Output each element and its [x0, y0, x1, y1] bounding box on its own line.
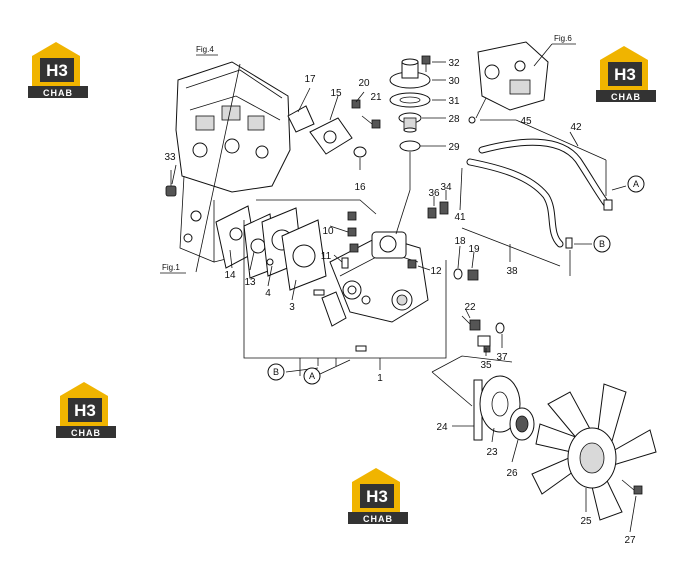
watermark-logo: H3 CHAB: [348, 468, 408, 524]
leader-lines: [160, 43, 637, 533]
callout-b-top-text: B: [599, 239, 605, 249]
spacer-26-drawing: [509, 407, 535, 441]
watermark-brand-text: CHAB: [363, 514, 393, 524]
part-label: 15: [330, 88, 342, 99]
cylinder-head-drawing: [175, 61, 291, 273]
dowel-drawing: [313, 289, 367, 352]
callout-b-bottom: B: [267, 363, 285, 381]
part-label: 14: [224, 270, 236, 281]
watermark-logo: H3 CHAB: [596, 46, 656, 102]
part-label: 26: [506, 468, 518, 479]
watermark-logo-mark: H3: [366, 487, 388, 506]
bolt-32-drawing: [421, 55, 431, 72]
thermostat-cover-30-drawing: [389, 58, 431, 89]
washer-18-drawing: [453, 268, 463, 280]
hose-38-drawing: [466, 158, 564, 248]
callout-b-top: B: [593, 235, 611, 253]
water-outlet-housing-drawing: [475, 41, 549, 119]
bolt-19-drawing: [467, 269, 479, 281]
plug-36-drawing: [427, 207, 437, 219]
part-label: 42: [570, 122, 582, 133]
part-label: 25: [580, 516, 592, 527]
part-label: 36: [428, 188, 440, 199]
watermark-brand-text: CHAB: [43, 88, 73, 98]
part-label: 45: [520, 116, 532, 127]
hose-42-drawing: [478, 138, 612, 210]
part-label: 31: [448, 96, 460, 107]
watermark-logo: H3 CHAB: [28, 42, 88, 98]
part-label: 3: [289, 302, 295, 313]
part-label: 22: [464, 302, 476, 313]
part-label: 38: [506, 266, 518, 277]
part-label: 32: [448, 58, 460, 69]
part-label: 12: [430, 266, 442, 277]
watermark-logo: H3 CHAB: [56, 382, 116, 438]
part-label: 16: [354, 182, 366, 193]
part-label: 13: [244, 277, 256, 288]
callout-b-bottom-text: B: [273, 367, 279, 377]
gasket-31-drawing: [389, 92, 431, 108]
clamp-drawing: [468, 116, 613, 249]
part-label: 29: [448, 142, 460, 153]
watermark-logo-mark: H3: [46, 61, 68, 80]
water-pump-body-drawing: [321, 231, 429, 327]
bolt-21-drawing: [361, 115, 381, 129]
part-number-labels: 1 3 4 10 11 12 13 14 15 16 17 18 19 20 2…: [164, 58, 636, 546]
bolt-10-drawing: [347, 211, 359, 253]
part-label: 18: [454, 236, 466, 247]
part-label: 24: [436, 422, 448, 433]
thermostat-28-drawing: [398, 112, 422, 133]
sensor-35-drawing: [477, 335, 491, 353]
part-label: 21: [370, 92, 382, 103]
bolt-22-drawing: [461, 315, 481, 331]
washer-37-drawing: [495, 322, 505, 334]
callout-a-top-text: A: [633, 179, 639, 189]
o-ring-29-drawing: [399, 140, 421, 152]
part-label: 27: [624, 535, 636, 546]
watermark-brand-text: CHAB: [71, 428, 101, 438]
bolt-27-drawing: [621, 479, 643, 495]
part-label: 23: [486, 447, 498, 458]
part-label: 35: [480, 360, 492, 371]
pulley-23-drawing: [479, 375, 521, 433]
plug-16-drawing: [353, 146, 367, 158]
part-label: 37: [496, 352, 508, 363]
part-label: 41: [454, 212, 466, 223]
part-label: 28: [448, 114, 460, 125]
part-label: 19: [468, 244, 480, 255]
fig-6-reference: Fig.6: [554, 34, 572, 43]
part-label: 10: [322, 226, 334, 237]
stud-11-drawing: [341, 257, 349, 269]
part-label: 20: [358, 78, 370, 89]
part-label: 1: [377, 373, 383, 384]
bolt-20-drawing: [351, 99, 361, 109]
gasket-17-drawing: [287, 105, 315, 133]
bolt-33-drawing: [165, 170, 177, 197]
bracket-15-drawing: [309, 117, 353, 155]
bolt-12-drawing: [407, 259, 417, 269]
part-label: 17: [304, 74, 316, 85]
callout-a-bottom-text: A: [309, 371, 315, 381]
watermark-brand-text: CHAB: [611, 92, 641, 102]
part-label: 4: [265, 288, 271, 299]
plug-34-drawing: [439, 201, 449, 215]
callout-a-bottom: A: [303, 367, 321, 385]
fan-25-drawing: [531, 383, 657, 521]
part-label: 34: [440, 182, 452, 193]
part-label: 33: [164, 152, 176, 163]
plate-3-drawing: [281, 219, 327, 291]
watermark-logo-mark: H3: [74, 401, 96, 420]
part-label: 30: [448, 76, 460, 87]
part-label: 11: [321, 251, 332, 262]
watermark-logo-mark: H3: [614, 65, 636, 84]
callout-a-top: A: [627, 175, 645, 193]
fig-1-reference: Fig.1: [162, 263, 180, 272]
fig-4-reference: Fig.4: [196, 45, 214, 54]
